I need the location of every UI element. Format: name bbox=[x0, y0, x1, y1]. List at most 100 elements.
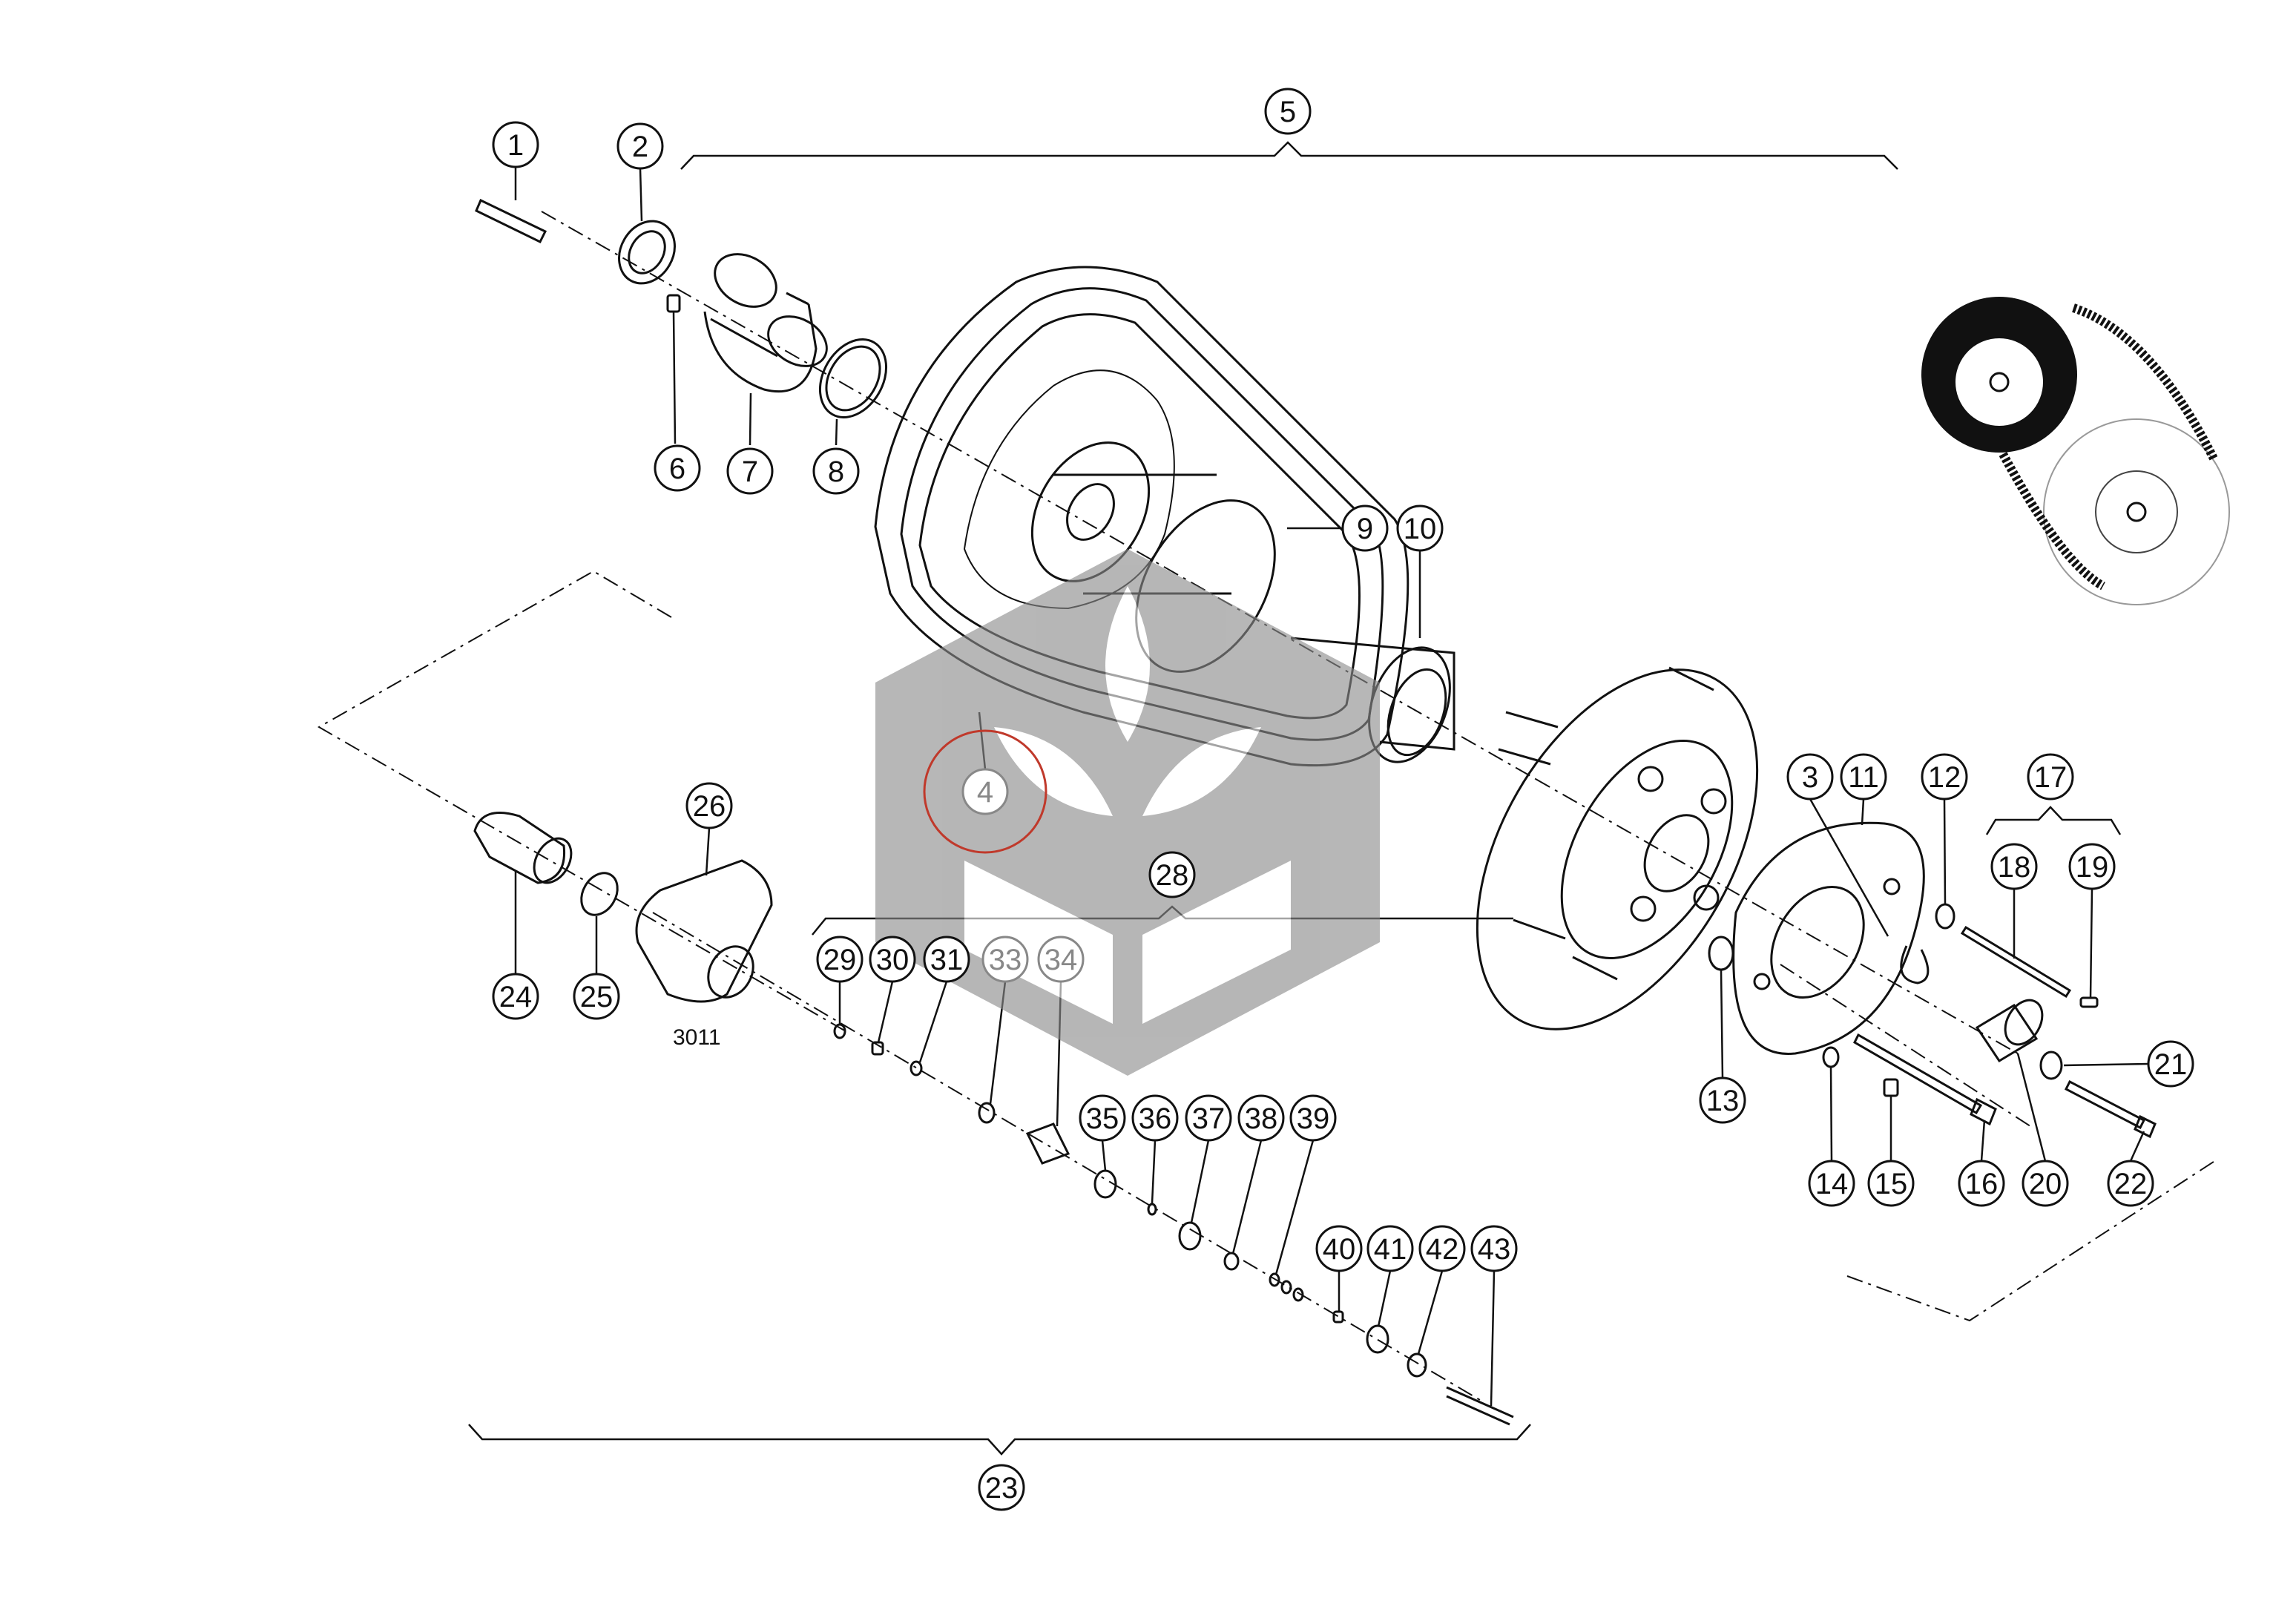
callout-34: 34 bbox=[1037, 936, 1085, 983]
callout-circle bbox=[2107, 1160, 2154, 1207]
callout-circle bbox=[1418, 1225, 1466, 1272]
callout-circle bbox=[978, 1464, 1025, 1511]
callout-number: 29 bbox=[823, 944, 857, 976]
callout-15: 15 bbox=[1867, 1160, 1915, 1207]
callout-5: 5 bbox=[1264, 88, 1312, 135]
callout-number: 13 bbox=[1706, 1085, 1740, 1117]
callout-circle bbox=[1289, 1094, 1337, 1142]
callout-19: 19 bbox=[2068, 843, 2116, 890]
callout-circle bbox=[685, 782, 733, 829]
callout-43: 43 bbox=[1470, 1225, 1518, 1272]
part-bolt-22 bbox=[2064, 1079, 2157, 1162]
callout-31: 31 bbox=[923, 936, 970, 983]
callout-13: 13 bbox=[1699, 1076, 1746, 1124]
part-key bbox=[475, 198, 547, 243]
callout-circle bbox=[2027, 753, 2074, 801]
callout-circle bbox=[1699, 1076, 1746, 1124]
callout-number: 2 bbox=[632, 131, 648, 163]
callout-circle bbox=[981, 936, 1029, 983]
callout-29: 29 bbox=[816, 936, 864, 983]
callout-circle bbox=[1148, 851, 1196, 898]
callout-number: 17 bbox=[2034, 761, 2068, 794]
part-flange-housing bbox=[635, 827, 773, 1003]
callout-number: 26 bbox=[693, 790, 726, 823]
brace-assembly-17 bbox=[1985, 806, 2122, 835]
callout-circle bbox=[1786, 753, 1834, 801]
callout-circle bbox=[1185, 1094, 1232, 1142]
callout-17: 17 bbox=[2027, 753, 2074, 801]
part-seal-25 bbox=[580, 872, 619, 974]
callout-26: 26 bbox=[685, 782, 733, 829]
callout-number: 16 bbox=[1965, 1168, 1999, 1200]
brace-assembly-5 bbox=[680, 141, 1898, 170]
callout-number: 21 bbox=[2154, 1048, 2188, 1081]
callout-10: 10 bbox=[1396, 504, 1444, 552]
callout-9: 9 bbox=[1341, 504, 1389, 552]
callout-circle bbox=[1990, 843, 2038, 890]
callout-42: 42 bbox=[1418, 1225, 1466, 1272]
callout-number: 15 bbox=[1875, 1168, 1908, 1200]
part-bush-13 bbox=[1708, 936, 1734, 1079]
callout-circle bbox=[1341, 504, 1389, 552]
part-nipple bbox=[2079, 888, 2099, 1008]
callout-number: 23 bbox=[985, 1472, 1019, 1505]
callout-number: 33 bbox=[989, 944, 1022, 976]
callout-circle bbox=[1808, 1160, 1855, 1207]
callout-14: 14 bbox=[1808, 1160, 1855, 1207]
part-bushing bbox=[703, 253, 828, 446]
callout-6: 6 bbox=[654, 444, 701, 492]
callout-circle bbox=[1237, 1094, 1285, 1142]
highlight-circle-part-4 bbox=[923, 729, 1047, 854]
callout-circle bbox=[2147, 1040, 2194, 1088]
callout-number: 40 bbox=[1323, 1233, 1356, 1266]
callout-circle bbox=[1131, 1094, 1179, 1142]
callout-number: 25 bbox=[580, 981, 614, 1013]
callout-circle bbox=[726, 447, 774, 495]
callout-28: 28 bbox=[1148, 851, 1196, 898]
callout-number: 24 bbox=[499, 981, 533, 1013]
callout-circle bbox=[654, 444, 701, 492]
callout-3: 3 bbox=[1786, 753, 1834, 801]
callout-22: 22 bbox=[2107, 1160, 2154, 1207]
callout-number: 7 bbox=[742, 456, 758, 488]
callout-circle bbox=[573, 973, 620, 1020]
callout-11: 11 bbox=[1840, 753, 1887, 801]
callout-circle bbox=[1037, 936, 1085, 983]
callout-number: 12 bbox=[1928, 761, 1961, 794]
callout-number: 43 bbox=[1478, 1233, 1511, 1266]
part-thin-ring bbox=[818, 338, 888, 446]
callout-12: 12 bbox=[1921, 753, 1968, 801]
callout-21: 21 bbox=[2147, 1040, 2194, 1088]
callout-circle bbox=[492, 121, 539, 168]
callout-circle bbox=[1470, 1225, 1518, 1272]
part-washer-21 bbox=[2039, 1051, 2149, 1080]
part-bolt-16 bbox=[1853, 1033, 1997, 1162]
part-cylinder-24 bbox=[473, 812, 573, 974]
callout-18: 18 bbox=[1990, 843, 2038, 890]
callout-40: 40 bbox=[1315, 1225, 1363, 1272]
callout-circle bbox=[869, 936, 916, 983]
callout-number: 1 bbox=[507, 129, 524, 162]
part-note-3011: 3011 bbox=[673, 1025, 721, 1050]
callout-24: 24 bbox=[492, 973, 539, 1020]
callout-number: 10 bbox=[1404, 513, 1437, 545]
callout-20: 20 bbox=[2022, 1160, 2069, 1207]
brace-assembly-23 bbox=[468, 1424, 1531, 1456]
callout-number: 38 bbox=[1245, 1102, 1278, 1135]
callout-38: 38 bbox=[1237, 1094, 1285, 1142]
callout-number: 18 bbox=[1998, 851, 2031, 884]
part-washer-14 bbox=[1822, 1046, 1840, 1162]
callout-number: 8 bbox=[828, 456, 844, 488]
callout-number: 28 bbox=[1156, 859, 1189, 892]
callout-number: 34 bbox=[1045, 944, 1078, 976]
callout-number: 11 bbox=[1848, 761, 1879, 794]
callout-circle bbox=[961, 768, 1009, 815]
part-snap-ring bbox=[1809, 798, 1930, 984]
part-rod bbox=[1960, 889, 2072, 999]
callout-4: 4 bbox=[961, 768, 1009, 815]
callout-number: 6 bbox=[669, 453, 685, 485]
callout-number: 14 bbox=[1815, 1168, 1849, 1200]
callout-circle bbox=[816, 936, 864, 983]
callout-30: 30 bbox=[869, 936, 916, 983]
